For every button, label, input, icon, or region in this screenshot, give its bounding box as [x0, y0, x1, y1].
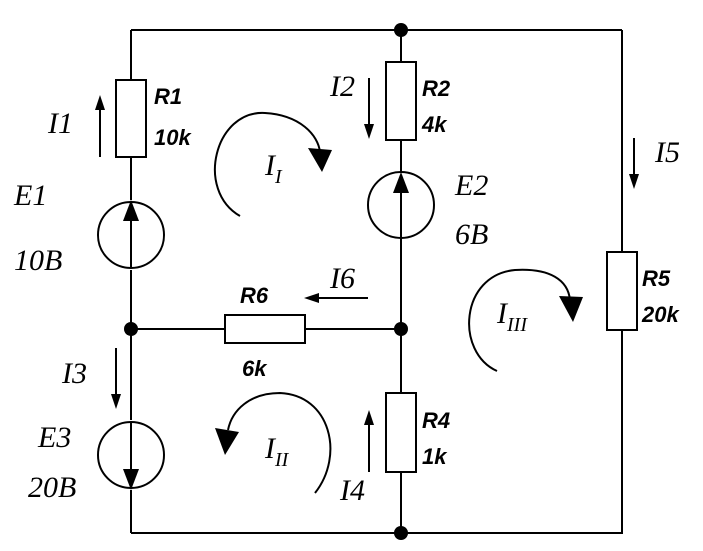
loop-arrow-2 — [215, 391, 332, 494]
r2-name: R2 — [422, 76, 451, 101]
loop-label-1-sub: I — [274, 166, 283, 188]
i2-label: I2 — [329, 70, 355, 103]
r2-value: 4k — [421, 112, 448, 137]
i4-label: I4 — [339, 474, 365, 507]
r1-name: R1 — [154, 84, 182, 109]
e2-name: E2 — [454, 169, 488, 202]
source-e3 — [97, 421, 165, 490]
loop-label-3-sub: III — [506, 314, 528, 336]
r6-value: 6k — [242, 356, 268, 381]
current-arrow-i3 — [111, 348, 121, 409]
i1-label: I1 — [47, 107, 73, 140]
wires — [130, 29, 623, 534]
resistor-r5 — [606, 251, 638, 331]
e1-name: E1 — [13, 179, 47, 212]
r4-name: R4 — [422, 408, 450, 433]
right-branch-wire — [401, 30, 623, 534]
e3-name: E3 — [37, 421, 71, 454]
i5-label: I5 — [654, 136, 680, 169]
current-arrow-i2 — [364, 78, 374, 139]
source-e2 — [367, 171, 435, 239]
node-left — [124, 322, 138, 336]
loop-arrow-1 — [214, 111, 332, 217]
current-arrow-i6 — [304, 293, 368, 303]
r1-value: 10k — [154, 125, 192, 150]
node-top — [394, 23, 408, 37]
e3-value: 20B — [28, 471, 76, 504]
loop-label-3: IIII — [496, 297, 528, 336]
loop-label-2-base: I — [264, 432, 277, 465]
loop-label-1-base: I — [264, 149, 277, 182]
i6-label: I6 — [329, 262, 355, 295]
r4-value: 1k — [422, 444, 448, 469]
resistor-r4 — [385, 392, 417, 473]
current-arrow-i1 — [95, 95, 105, 157]
loop-label-2-sub: II — [274, 449, 290, 471]
node-bottom — [394, 526, 408, 540]
current-arrow-i5 — [629, 138, 639, 189]
loop-label-1: II — [264, 149, 283, 188]
e2-value: 6B — [455, 218, 488, 251]
resistor-r2 — [385, 61, 417, 141]
loop-label-2: III — [264, 432, 290, 471]
node-middle — [394, 322, 408, 336]
resistor-r6 — [224, 314, 306, 344]
i3-label: I3 — [61, 357, 87, 390]
source-e1 — [97, 200, 165, 269]
loop-arrow-3 — [468, 268, 583, 372]
r5-value: 20k — [641, 302, 680, 327]
r5-name: R5 — [642, 266, 671, 291]
r6-name: R6 — [240, 283, 269, 308]
current-arrow-i4 — [364, 410, 374, 472]
e1-value: 10B — [14, 244, 62, 277]
resistor-r1 — [115, 79, 147, 158]
loop-label-3-base: I — [496, 297, 509, 330]
